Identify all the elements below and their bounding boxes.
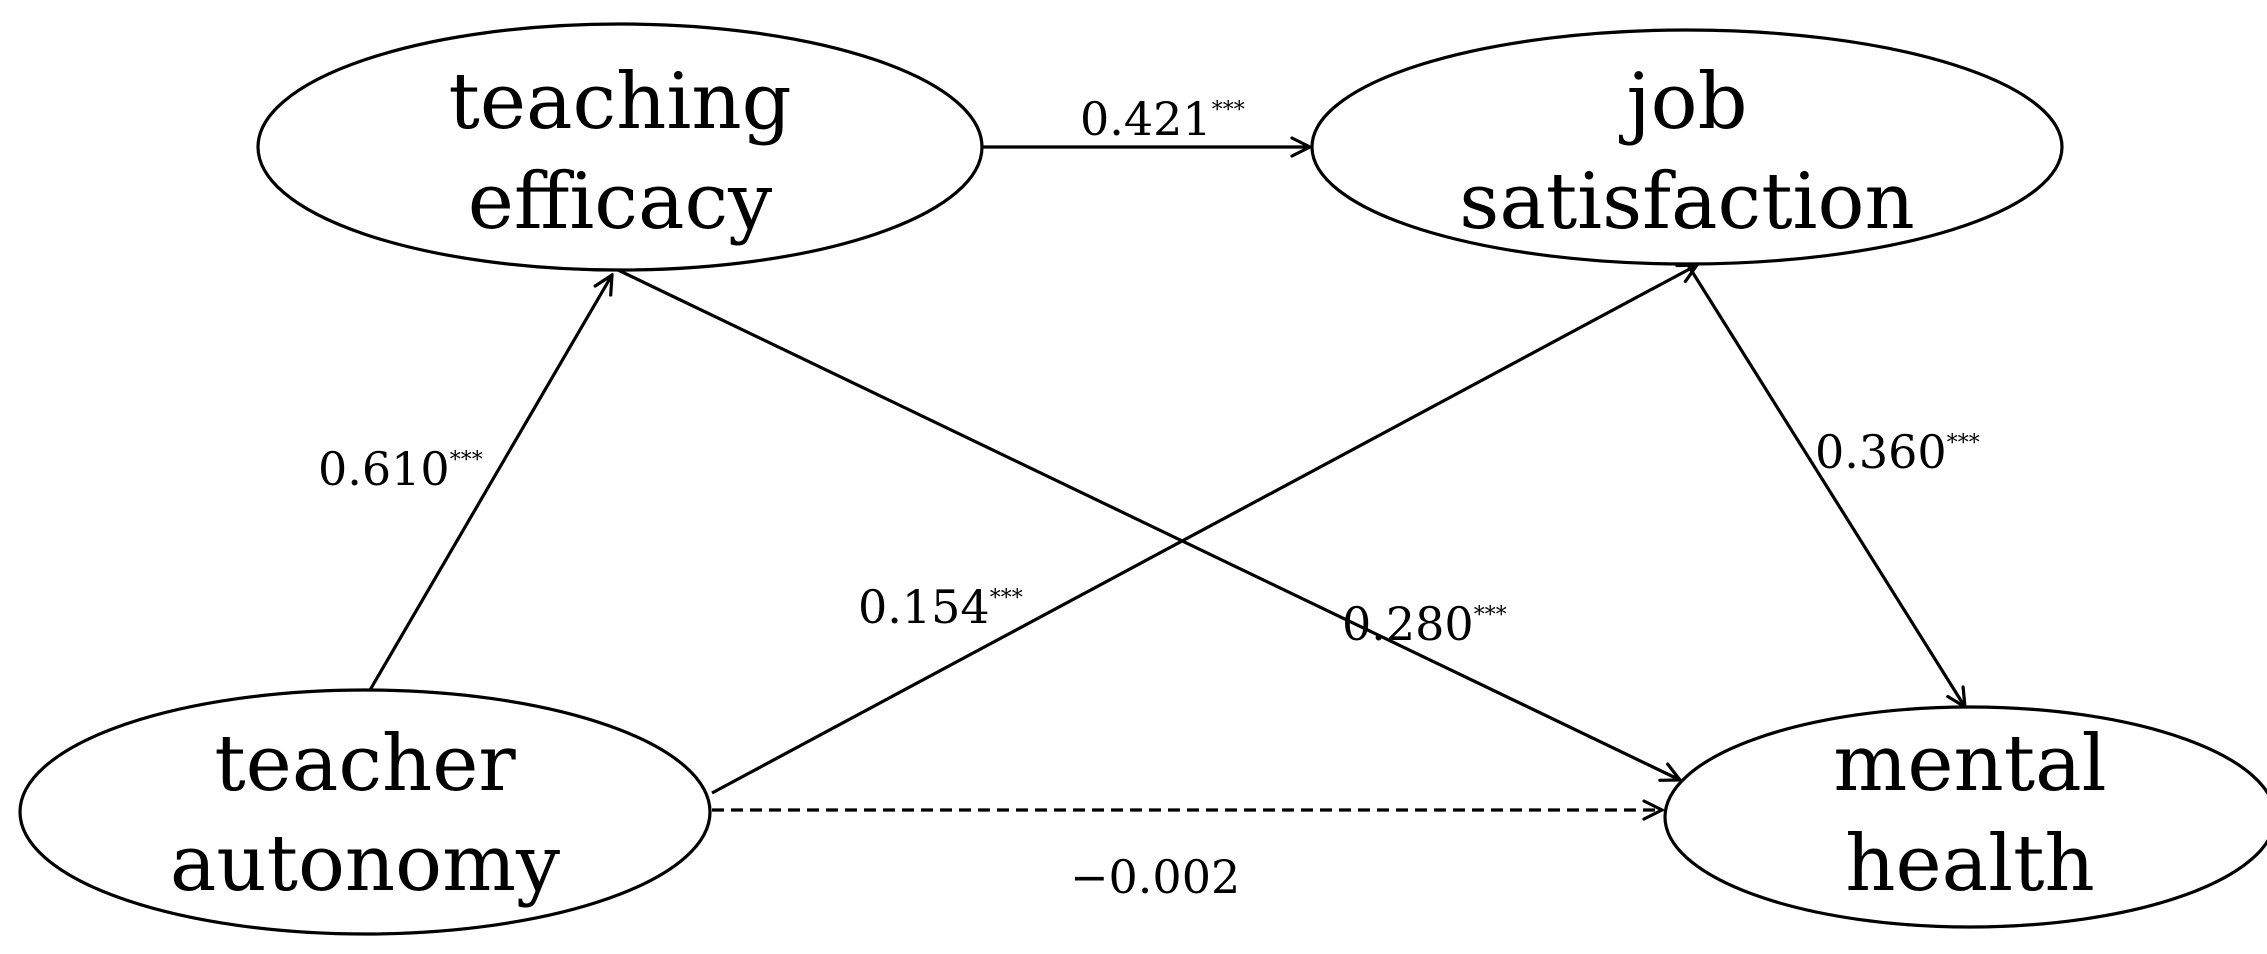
coef-efficacy-to-health: 0.280*** — [1342, 597, 1507, 651]
node-job-satisfaction-line1: job — [1618, 57, 1747, 147]
node-job-satisfaction-line2: satisfaction — [1459, 157, 1914, 247]
node-mental-health: mental health — [1663, 705, 2267, 929]
coef-efficacy-to-health-value: 0.280 — [1342, 597, 1474, 651]
coef-autonomy-to-health-value: −0.002 — [1070, 850, 1240, 904]
coef-autonomy-to-efficacy-value: 0.610 — [318, 442, 450, 496]
path-efficacy-to-health-arrow — [617, 268, 1680, 780]
node-mental-health-line1: mental — [1833, 719, 2106, 809]
node-teacher-autonomy: teacher autonomy — [18, 688, 712, 936]
coef-autonomy-to-satisfaction-sig: *** — [990, 586, 1023, 611]
coef-autonomy-to-efficacy-sig: *** — [450, 448, 483, 473]
coef-autonomy-to-satisfaction: 0.154*** — [858, 580, 1023, 634]
coef-satisfaction-to-health-sig: *** — [1947, 431, 1980, 456]
node-mental-health-line2: health — [1845, 819, 2094, 909]
path-autonomy-to-satisfaction-arrow — [711, 265, 1697, 795]
coef-satisfaction-to-health: 0.360*** — [1815, 425, 1980, 479]
node-job-satisfaction: job satisfaction — [1310, 28, 2064, 266]
coef-autonomy-to-health: −0.002 — [1070, 850, 1240, 904]
node-teaching-efficacy-line1: teaching — [448, 57, 791, 147]
coef-efficacy-to-satisfaction-sig: *** — [1212, 98, 1245, 123]
node-teacher-autonomy-line2: autonomy — [170, 819, 560, 909]
node-teaching-efficacy-line2: efficacy — [468, 157, 772, 247]
node-teacher-autonomy-line1: teacher — [214, 719, 516, 809]
path-autonomy-to-efficacy-arrow — [368, 275, 612, 691]
coef-efficacy-to-satisfaction-value: 0.421 — [1080, 92, 1212, 146]
coef-efficacy-to-satisfaction: 0.421*** — [1080, 92, 1245, 146]
coef-autonomy-to-efficacy: 0.610*** — [318, 442, 483, 496]
path-satisfaction-to-health-arrow — [1686, 264, 1965, 707]
node-teaching-efficacy: teaching efficacy — [256, 22, 984, 272]
coef-efficacy-to-health-sig: *** — [1474, 603, 1507, 628]
coef-autonomy-to-satisfaction-value: 0.154 — [858, 580, 990, 634]
coef-satisfaction-to-health-value: 0.360 — [1815, 425, 1947, 479]
